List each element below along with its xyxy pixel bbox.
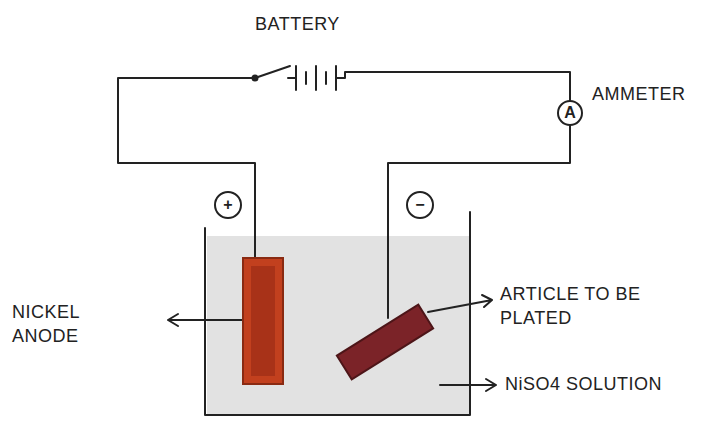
beaker bbox=[205, 212, 470, 415]
leader-arrow bbox=[440, 379, 496, 391]
nickel-anode bbox=[243, 258, 283, 384]
part-label: NICKEL ANODE bbox=[12, 300, 132, 349]
symbol-text: + bbox=[223, 197, 232, 213]
terminal-circle: A bbox=[557, 100, 583, 126]
article-body bbox=[337, 305, 433, 380]
leader-arrow bbox=[428, 295, 492, 312]
part-label: AMMETER bbox=[592, 82, 686, 106]
article bbox=[337, 305, 433, 380]
wire bbox=[118, 78, 255, 265]
wire bbox=[336, 72, 570, 318]
part-label: ARTICLE TO BE PLATED bbox=[500, 282, 660, 331]
part-label: BATTERY bbox=[255, 12, 340, 36]
solution-fill bbox=[207, 236, 469, 414]
switch-pivot bbox=[253, 76, 258, 81]
symbol-text: − bbox=[415, 197, 424, 213]
leader-arrow bbox=[168, 314, 246, 326]
symbol-text: A bbox=[564, 105, 576, 121]
battery-cells bbox=[296, 66, 336, 90]
switch bbox=[255, 66, 290, 78]
anode-shading bbox=[251, 266, 275, 376]
part-label: NiSO4 SOLUTION bbox=[505, 372, 662, 396]
wire bbox=[288, 77, 296, 79]
terminal-circle: − bbox=[406, 191, 434, 219]
terminal-circle: + bbox=[214, 191, 242, 219]
